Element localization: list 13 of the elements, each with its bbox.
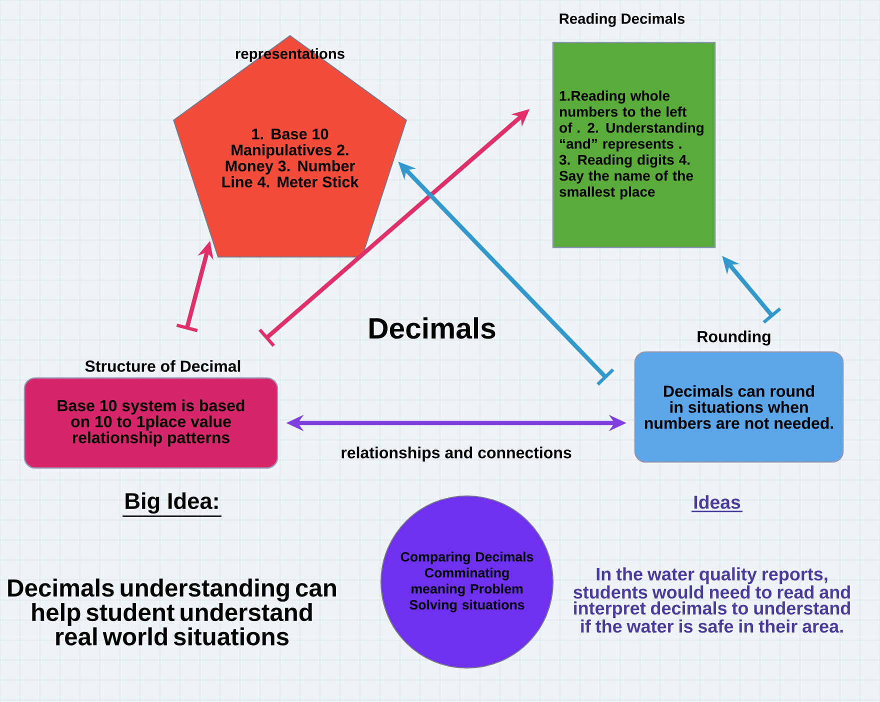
ideas-text: In the water quality reports, students would need to read and interpret decimals to understand if the water is safe in their area. [574, 567, 850, 633]
rounded-box: Decimals can round in situations when numbers are not needed. [634, 351, 844, 463]
heading: Rounding [698, 330, 770, 346]
big-idea-text: Decimals understanding can help student understand real world situations [8, 578, 336, 646]
heading: Big Idea: [122, 492, 222, 517]
title: Decimals [370, 317, 496, 339]
heading: Structure of Decimal [85, 360, 240, 372]
heading: Reading Decimals [560, 13, 685, 27]
edge-label: relationships and connections [342, 446, 572, 462]
rounded-box: Base 10 system is based on 10 to 1place value relationship patterns [24, 377, 278, 469]
heading: Ideas [692, 495, 742, 512]
text-box: 1.Reading whole numbers to the left of . 2. Understanding “and” represents . 3. Reading digits 4. Say the name of the smallest place [552, 42, 716, 248]
heading: representations [236, 48, 344, 62]
